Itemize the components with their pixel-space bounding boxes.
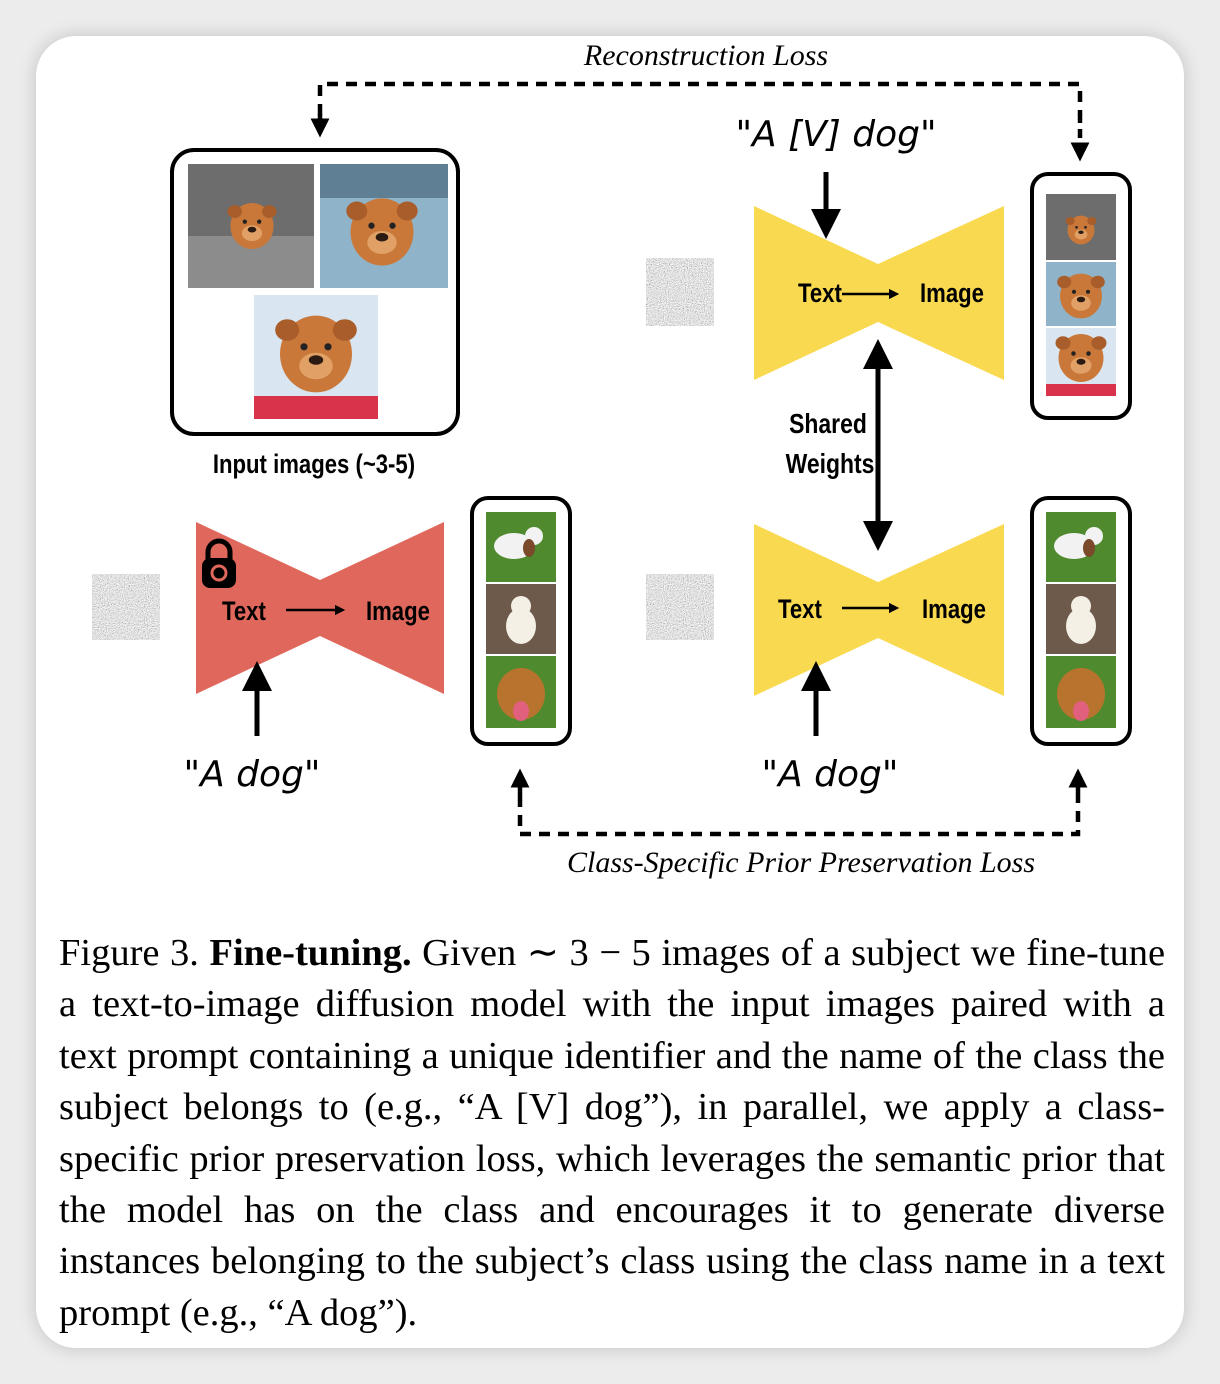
shared-weights-label-2: Weights xyxy=(786,449,875,480)
figure-card: Reconstruction Loss Input images (~3-5) … xyxy=(36,36,1184,1348)
model-image-label: Image xyxy=(922,595,986,625)
model-image-label: Image xyxy=(366,597,430,627)
generated-dog-image xyxy=(486,512,556,582)
model-shape xyxy=(196,522,444,694)
prior-preservation-connector xyxy=(510,768,1088,837)
generated-dog-image xyxy=(1046,656,1116,728)
input-image-2 xyxy=(320,164,448,288)
frozen-model: Text Image xyxy=(196,522,444,694)
model-text-label: Text xyxy=(222,597,266,627)
prompt-identifier: "A [V] dog" xyxy=(735,114,936,155)
prior-preservation-label: Class-Specific Prior Preservation Loss xyxy=(567,846,1035,879)
caption-math: ∼ 3 − 5 xyxy=(526,932,651,974)
output-image xyxy=(1046,328,1116,396)
trainable-model-top: Text Image xyxy=(754,206,1004,380)
trainable-model-bottom: Text Image xyxy=(754,524,1004,696)
model-text-label: Text xyxy=(798,279,842,309)
prompt-class-right: "A dog" xyxy=(762,754,899,795)
input-images-label: Input images (~3-5) xyxy=(213,450,415,480)
input-image-1 xyxy=(188,164,314,288)
generated-dog-image xyxy=(1046,584,1116,654)
input-image-3 xyxy=(254,295,378,419)
generated-dog-image xyxy=(486,656,556,728)
output-image xyxy=(1046,194,1116,260)
output-image xyxy=(1046,262,1116,326)
model-text-label: Text xyxy=(778,595,822,625)
caption-given: Given xyxy=(422,932,517,974)
caption-body: images of a subject we fine-tune a text-… xyxy=(59,932,1166,1334)
noise-icon xyxy=(646,574,714,640)
noise-icon xyxy=(92,574,160,640)
lock-icon xyxy=(202,538,236,588)
noise-icon xyxy=(646,258,714,326)
model-image-label: Image xyxy=(920,279,984,309)
figure-caption: Figure 3. Fine-tuning. Given ∼ 3 − 5 ima… xyxy=(59,928,1165,1339)
generated-dog-image xyxy=(1046,512,1116,582)
reconstruction-loss-label: Reconstruction Loss xyxy=(583,39,828,72)
figure-number: Figure 3. xyxy=(59,932,199,974)
generated-dog-image xyxy=(486,584,556,654)
model-shape xyxy=(754,524,1004,696)
reconstruction-loss-connector xyxy=(310,81,1090,162)
prompt-class-left: "A dog" xyxy=(184,754,321,795)
shared-weights-label-1: Shared xyxy=(789,409,867,440)
diagram: Reconstruction Loss Input images (~3-5) … xyxy=(92,39,1132,879)
caption-title: Fine-tuning. xyxy=(209,932,412,974)
